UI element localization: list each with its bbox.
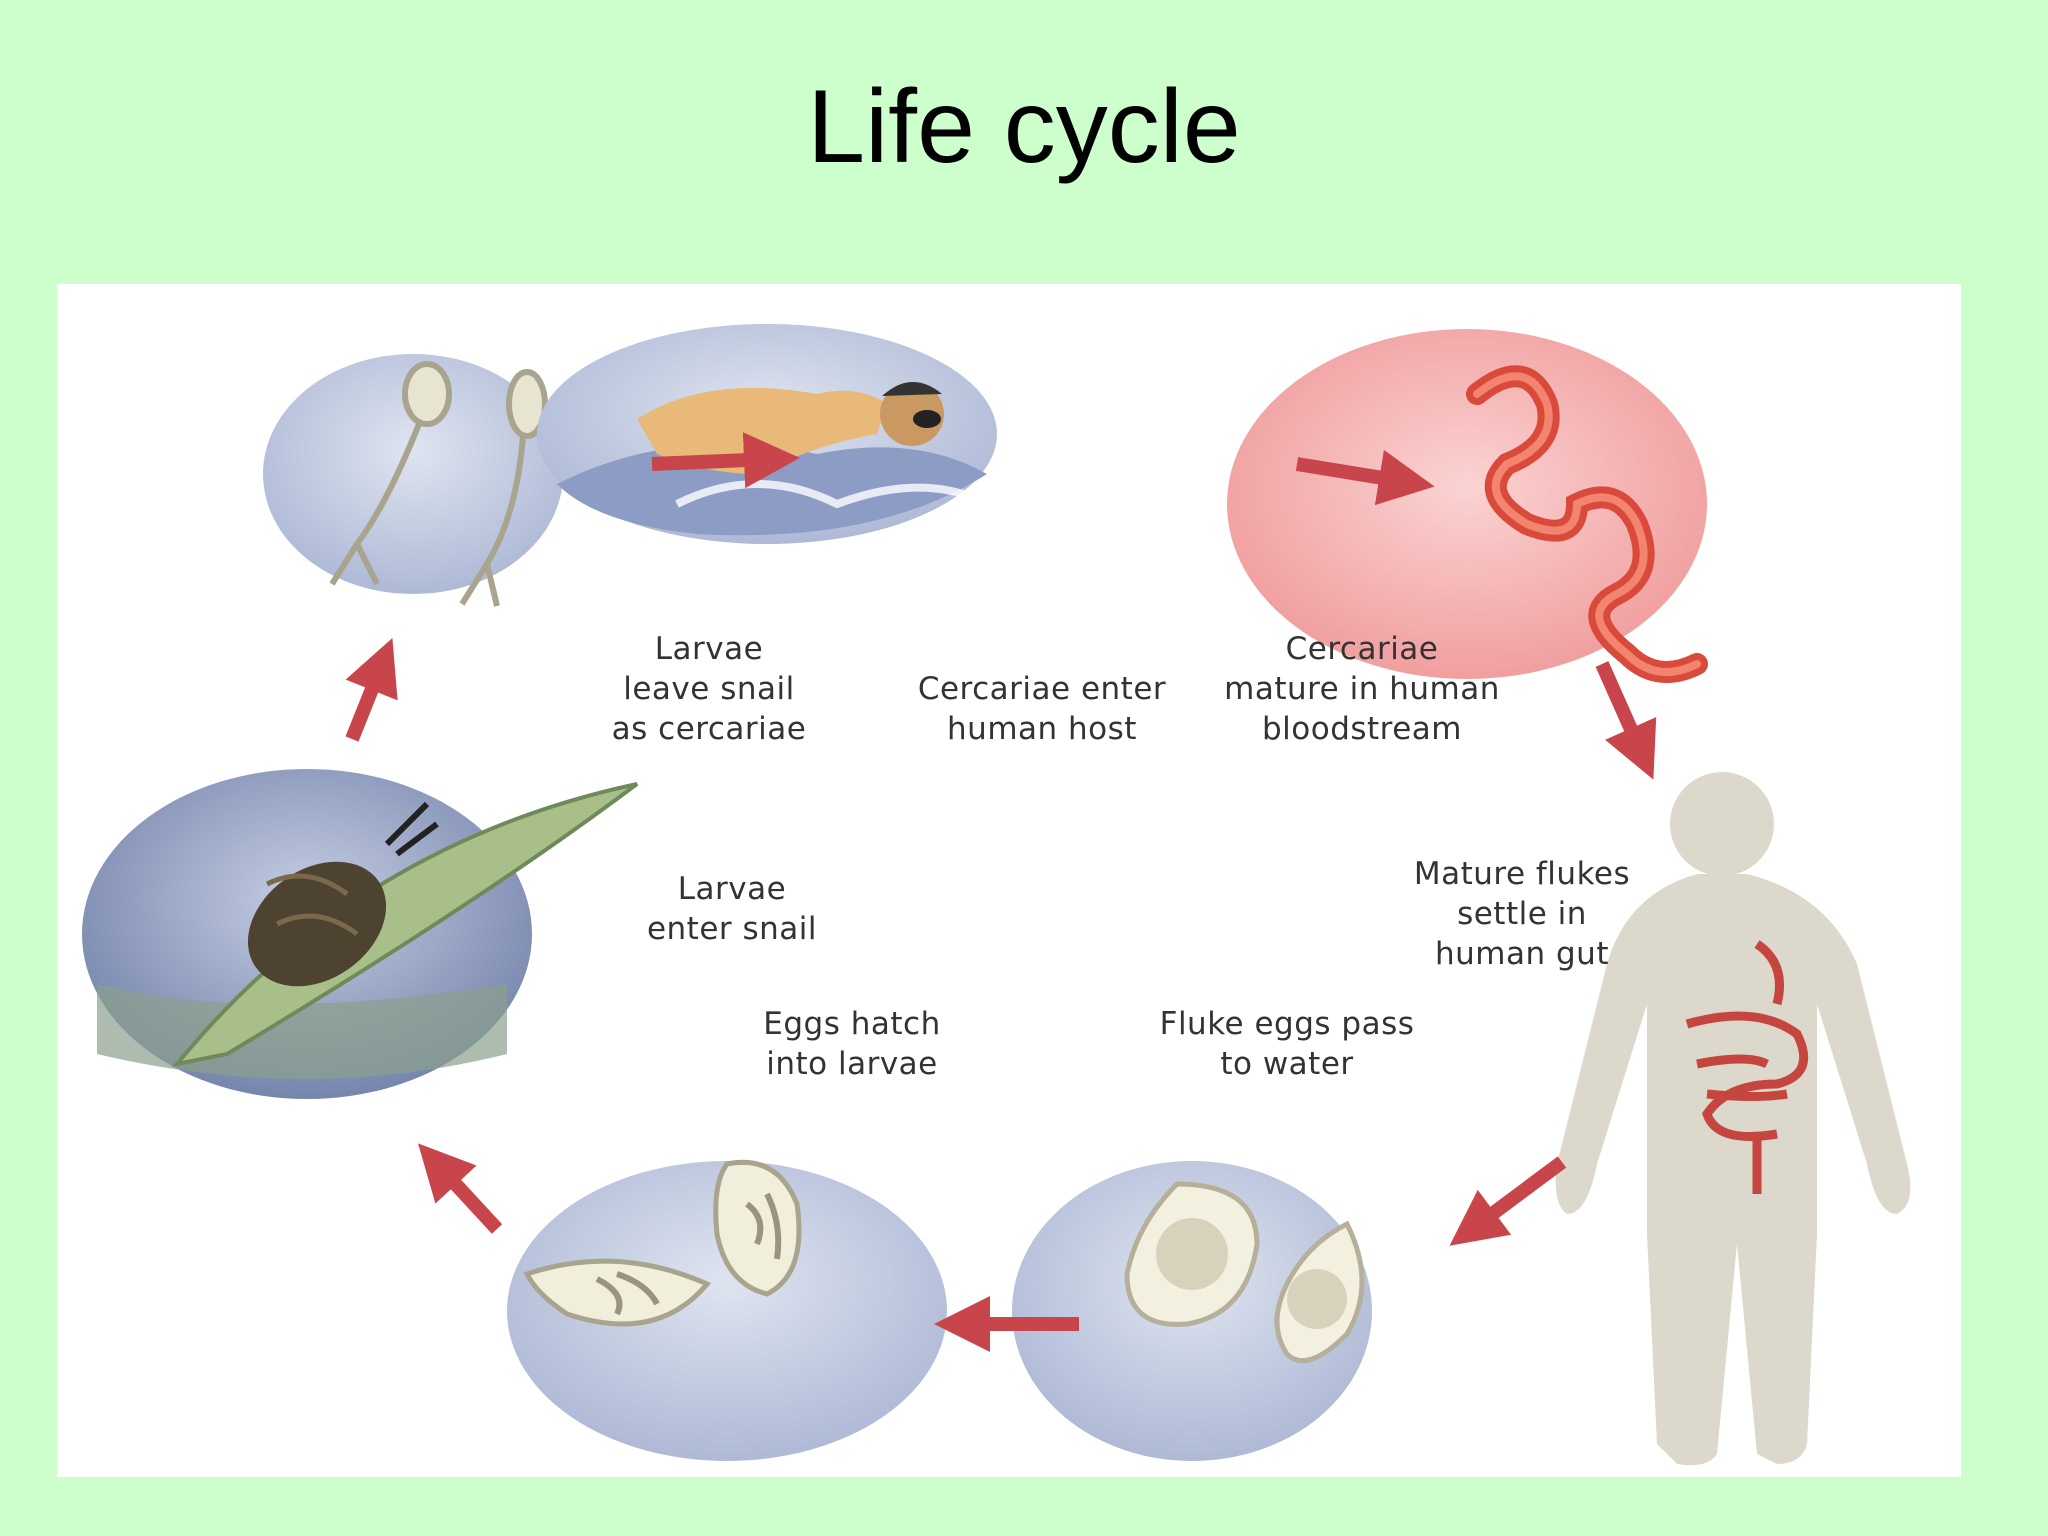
stage-label-eggs-hatch: Eggs hatch into larvae xyxy=(763,1006,941,1082)
cercaria-larva-icon xyxy=(459,369,548,607)
intestines-icon xyxy=(1685,940,1809,1194)
arrow-blood-to-human xyxy=(1595,661,1657,780)
bloodstream-bubble xyxy=(1227,329,1708,683)
miracidium-larva-icon xyxy=(713,1159,802,1297)
arrow-snail-to-cercariae xyxy=(345,638,398,742)
swimmer-bubble xyxy=(537,324,997,544)
arrow-swimmer-to-blood xyxy=(1295,449,1435,506)
cercaria-larva-icon xyxy=(329,361,452,586)
snail-icon xyxy=(247,801,439,987)
stage-label-larvae-enter-snail: Larvae enter snail xyxy=(646,871,818,947)
cercariae-larvae-bubble xyxy=(263,354,563,607)
fluke-eggs-bubble xyxy=(1012,1161,1372,1461)
stage-label-larvae-leave-snail: Larvae leave snail as cercariae xyxy=(611,631,807,747)
stage-label-cercariae-enter-human: Cercariae enter human host xyxy=(917,671,1167,747)
arrow-larvae-to-snail xyxy=(418,1143,503,1234)
fluke-egg-icon xyxy=(1274,1220,1365,1364)
swimmer-icon xyxy=(637,381,944,474)
miracidium-larva-icon xyxy=(523,1258,712,1327)
snail-bubble xyxy=(82,769,639,1099)
stage-label-mature-flukes-settle: Mature flukes settle in human gut xyxy=(1413,856,1631,972)
slide-title: Life cycle xyxy=(807,69,1241,185)
human-body-icon xyxy=(1555,772,1911,1466)
cycle-arrows xyxy=(345,432,1657,1352)
fluke-egg-icon xyxy=(1124,1181,1260,1327)
arrow-human-to-eggs xyxy=(1449,1156,1567,1246)
life-cycle-diagram: Larvae leave snail as cercariae Cercaria… xyxy=(57,284,1961,1477)
arrow-larvae-to-swimmer xyxy=(651,432,800,489)
stage-label-fluke-eggs-pass: Fluke eggs pass to water xyxy=(1159,1006,1415,1082)
stage-label-cercariae-mature: Cercariae mature in human bloodstream xyxy=(1224,631,1500,747)
hatched-larvae-bubble xyxy=(507,1159,947,1461)
diagram-artwork xyxy=(82,324,1911,1466)
